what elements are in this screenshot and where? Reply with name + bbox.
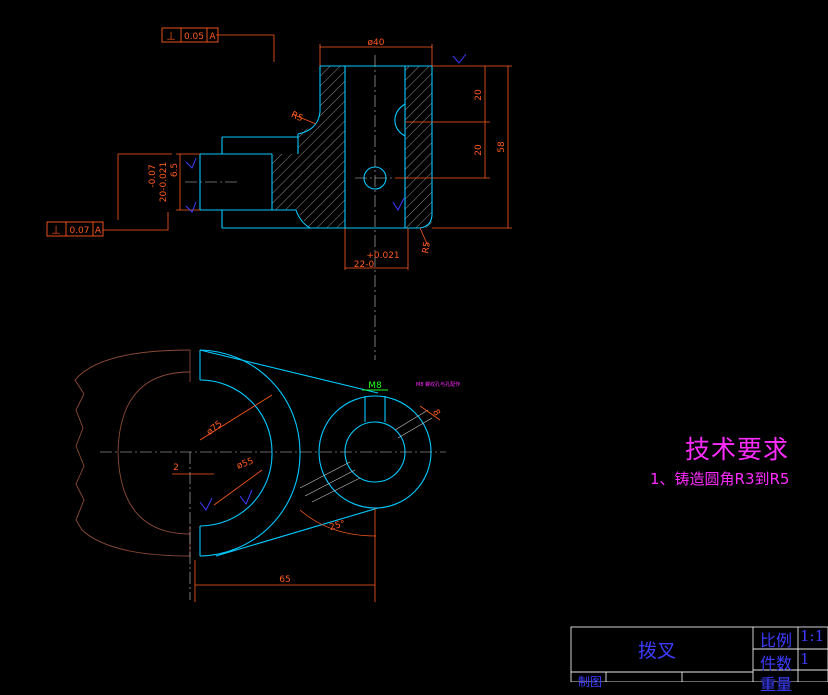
front-section-view: ⊥ 0.05 A ⊥ 0.07 A ø40 20 20 58 R5 R5 6.5… bbox=[46, 27, 512, 360]
dim-tol-20: 20-0.021 bbox=[159, 162, 169, 202]
tol-top-value: 0.05 bbox=[184, 32, 204, 42]
dim-r5-top: R5 bbox=[289, 110, 304, 124]
dim-25deg: 25° bbox=[328, 519, 346, 533]
plan-center-lines bbox=[100, 451, 446, 600]
plan-outline bbox=[199, 349, 432, 557]
dim-65: 65 bbox=[279, 575, 290, 585]
title-block-part-name: 拨叉 bbox=[638, 640, 677, 662]
title-block-scale-label: 比例 bbox=[760, 631, 793, 650]
dim-r5-bottom: R5 bbox=[421, 241, 433, 255]
tol-left-symbol: ⊥ bbox=[51, 224, 61, 237]
plan-dimension-lines bbox=[172, 394, 441, 602]
dim-dia75: ø75 bbox=[205, 419, 225, 437]
title-block-qty-value: 1 bbox=[800, 650, 810, 668]
dim-tol-plus: +0.021 bbox=[366, 251, 399, 261]
tol-left-value: 0.07 bbox=[69, 226, 89, 236]
dim-20-a: 20 bbox=[474, 89, 484, 101]
dim-22: 22-0 bbox=[354, 260, 375, 270]
dim-m8: M8 bbox=[368, 381, 382, 391]
title-block-frame bbox=[570, 626, 828, 682]
roughness-symbols bbox=[185, 53, 467, 213]
dim-20-b: 20 bbox=[474, 144, 484, 156]
plan-dimension-texts: ø75 ø55 2 65 8 25° bbox=[173, 408, 441, 585]
dimension-lines bbox=[103, 34, 512, 270]
break-outline bbox=[74, 349, 191, 557]
plan-hatch bbox=[299, 409, 433, 503]
tolerance-frame-top: ⊥ 0.05 A bbox=[161, 27, 219, 43]
dimension-texts: ø40 20 20 58 R5 R5 6.5 -0.07 20-0.021 +0… bbox=[148, 38, 507, 270]
m8-marker: M8 bbox=[362, 381, 388, 391]
top-plan-view: M8 ø75 ø55 2 65 8 25° M8 螺纹孔与孔配作 bbox=[74, 349, 460, 602]
dim-tol-neg: -0.07 bbox=[148, 164, 158, 187]
tol-left-datum: A bbox=[95, 226, 102, 236]
requirements-title: 技术要求 bbox=[685, 435, 790, 464]
dim-dia40: ø40 bbox=[368, 38, 385, 48]
dim-6-5: 6.5 bbox=[170, 163, 180, 177]
part-outline bbox=[199, 65, 433, 229]
dim-58: 58 bbox=[497, 141, 507, 153]
title-block-scale-value: 1:1 bbox=[800, 627, 825, 645]
dim-dia55: ø55 bbox=[236, 457, 255, 472]
tol-top-symbol: ⊥ bbox=[166, 30, 176, 43]
m8-note: M8 螺纹孔与孔配作 bbox=[416, 381, 460, 388]
tolerance-frame-left: ⊥ 0.07 A bbox=[46, 221, 104, 237]
dim-8: 8 bbox=[430, 408, 442, 418]
tol-top-datum: A bbox=[209, 32, 216, 42]
hatch-left-web bbox=[272, 66, 345, 228]
dim-2: 2 bbox=[173, 463, 179, 473]
title-block-weight-label: 重量 bbox=[760, 675, 793, 694]
center-lines bbox=[185, 55, 392, 360]
plan-roughness bbox=[199, 489, 253, 511]
requirements-item-1: 1、铸造圆角R3到R5 bbox=[650, 470, 790, 488]
title-block-qty-label: 件数 bbox=[760, 654, 793, 673]
hatch-right-wall bbox=[405, 66, 432, 228]
